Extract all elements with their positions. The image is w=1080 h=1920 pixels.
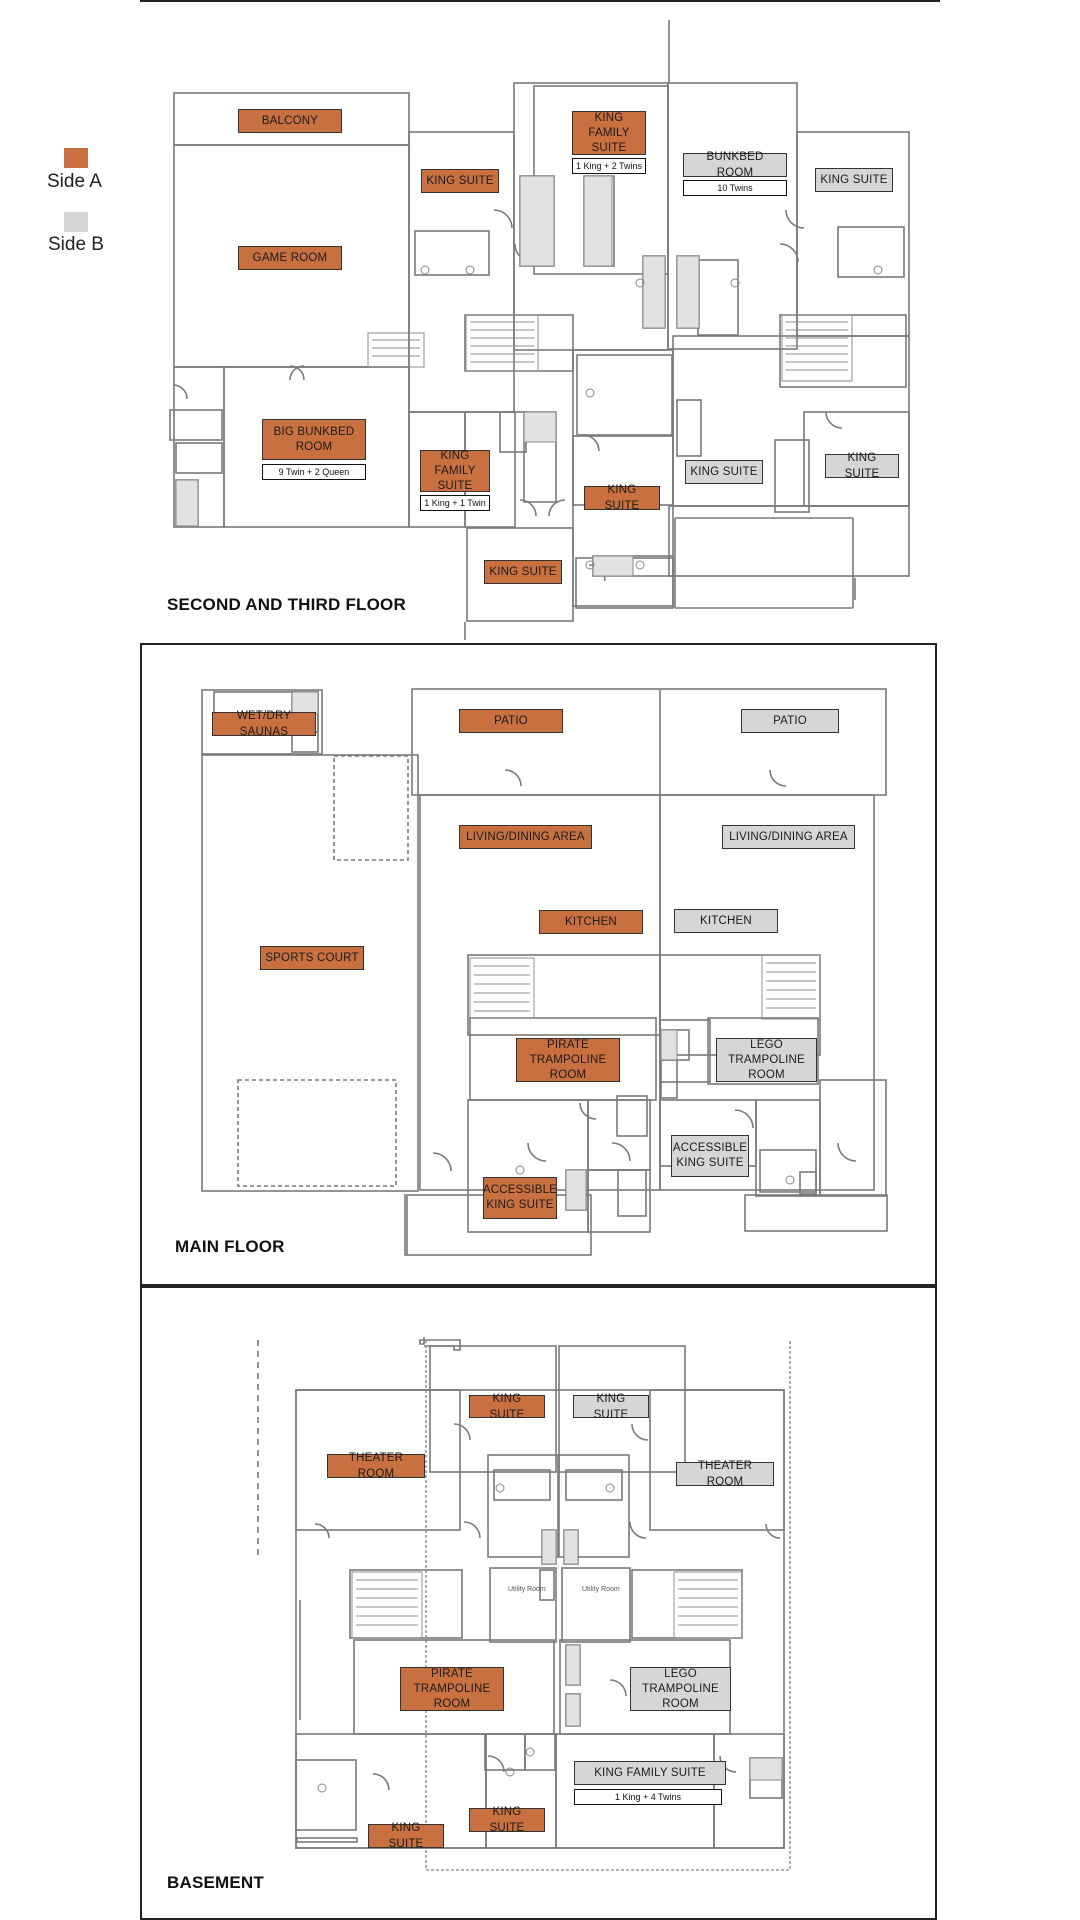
king-family-suite-a1-beds: 1 King + 2 Twins	[572, 158, 646, 174]
room-king-suite-a-bottom-left: KING SUITE	[368, 1822, 444, 1850]
room-kitchen-b: KITCHEN	[674, 909, 778, 933]
room-big-bunkbed-room: BIG BUNKBED ROOM	[262, 419, 366, 460]
room-king-family-suite-basement: KING FAMILY SUITE	[574, 1761, 726, 1785]
room-patio-a: PATIO	[459, 709, 563, 733]
basement-panel	[140, 1286, 937, 1920]
room-game-room: GAME ROOM	[238, 246, 342, 270]
room-lego-trampoline-b: LEGO TRAMPOLINE ROOM	[716, 1038, 817, 1082]
king-family-suite-a2-beds: 1 King + 1 Twin	[420, 495, 490, 511]
room-wet-dry-saunas: WET/DRY SAUNAS	[212, 710, 316, 738]
legend-label-side-b: Side B	[48, 234, 104, 255]
utility-room-a-label: Utility Room	[508, 1586, 546, 1593]
room-king-suite-a-top: KING SUITE	[469, 1393, 545, 1421]
legend-swatch-side-a	[64, 148, 88, 168]
legend-swatch-side-b	[64, 212, 88, 232]
room-king-suite-a3: KING SUITE	[484, 560, 562, 584]
room-bunkbed-room: BUNKBED ROOM	[683, 151, 787, 179]
bunkbed-room-beds: 10 Twins	[683, 180, 787, 196]
main-floor-panel	[140, 643, 937, 1286]
room-king-suite-b2: KING SUITE	[685, 460, 763, 484]
room-pirate-trampoline-a: PIRATE TRAMPOLINE ROOM	[516, 1038, 620, 1082]
room-accessible-king-a: ACCESSIBLE KING SUITE	[483, 1177, 557, 1219]
king-family-suite-basement-beds: 1 King + 4 Twins	[574, 1789, 722, 1805]
room-sports-court: SPORTS COURT	[260, 946, 364, 970]
room-living-dining-a: LIVING/DINING AREA	[459, 825, 592, 849]
room-pirate-trampoline-basement: PIRATE TRAMPOLINE ROOM	[400, 1667, 504, 1711]
room-theater-b: THEATER ROOM	[676, 1460, 774, 1488]
legend-label-side-a: Side A	[47, 171, 102, 192]
room-accessible-king-b: ACCESSIBLE KING SUITE	[671, 1135, 749, 1177]
upper-floor-title: SECOND AND THIRD FLOOR	[167, 595, 406, 614]
room-king-suite-b-top: KING SUITE	[573, 1393, 649, 1421]
room-king-suite-b1: KING SUITE	[815, 168, 893, 192]
main-floor-title: MAIN FLOOR	[175, 1237, 285, 1256]
room-patio-b: PATIO	[741, 709, 839, 733]
top-rule	[140, 0, 940, 2]
room-king-suite-b3: KING SUITE	[825, 452, 899, 480]
room-king-family-suite-a1: KING FAMILY SUITE	[572, 111, 646, 155]
room-king-suite-a2: KING SUITE	[584, 484, 660, 512]
basement-title: BASEMENT	[167, 1873, 264, 1892]
utility-room-b-label: Utility Room	[582, 1586, 620, 1593]
room-living-dining-b: LIVING/DINING AREA	[722, 825, 855, 849]
room-kitchen-a: KITCHEN	[539, 910, 643, 934]
room-lego-trampoline-basement: LEGO TRAMPOLINE ROOM	[630, 1667, 731, 1711]
big-bunkbed-room-beds: 9 Twin + 2 Queen	[262, 464, 366, 480]
room-balcony: BALCONY	[238, 109, 342, 133]
room-king-family-suite-a2: KING FAMILY SUITE	[420, 450, 490, 492]
room-king-suite-a-bottom-mid: KING SUITE	[469, 1806, 545, 1834]
room-king-suite-a1: KING SUITE	[421, 169, 499, 193]
room-theater-a: THEATER ROOM	[327, 1452, 425, 1480]
